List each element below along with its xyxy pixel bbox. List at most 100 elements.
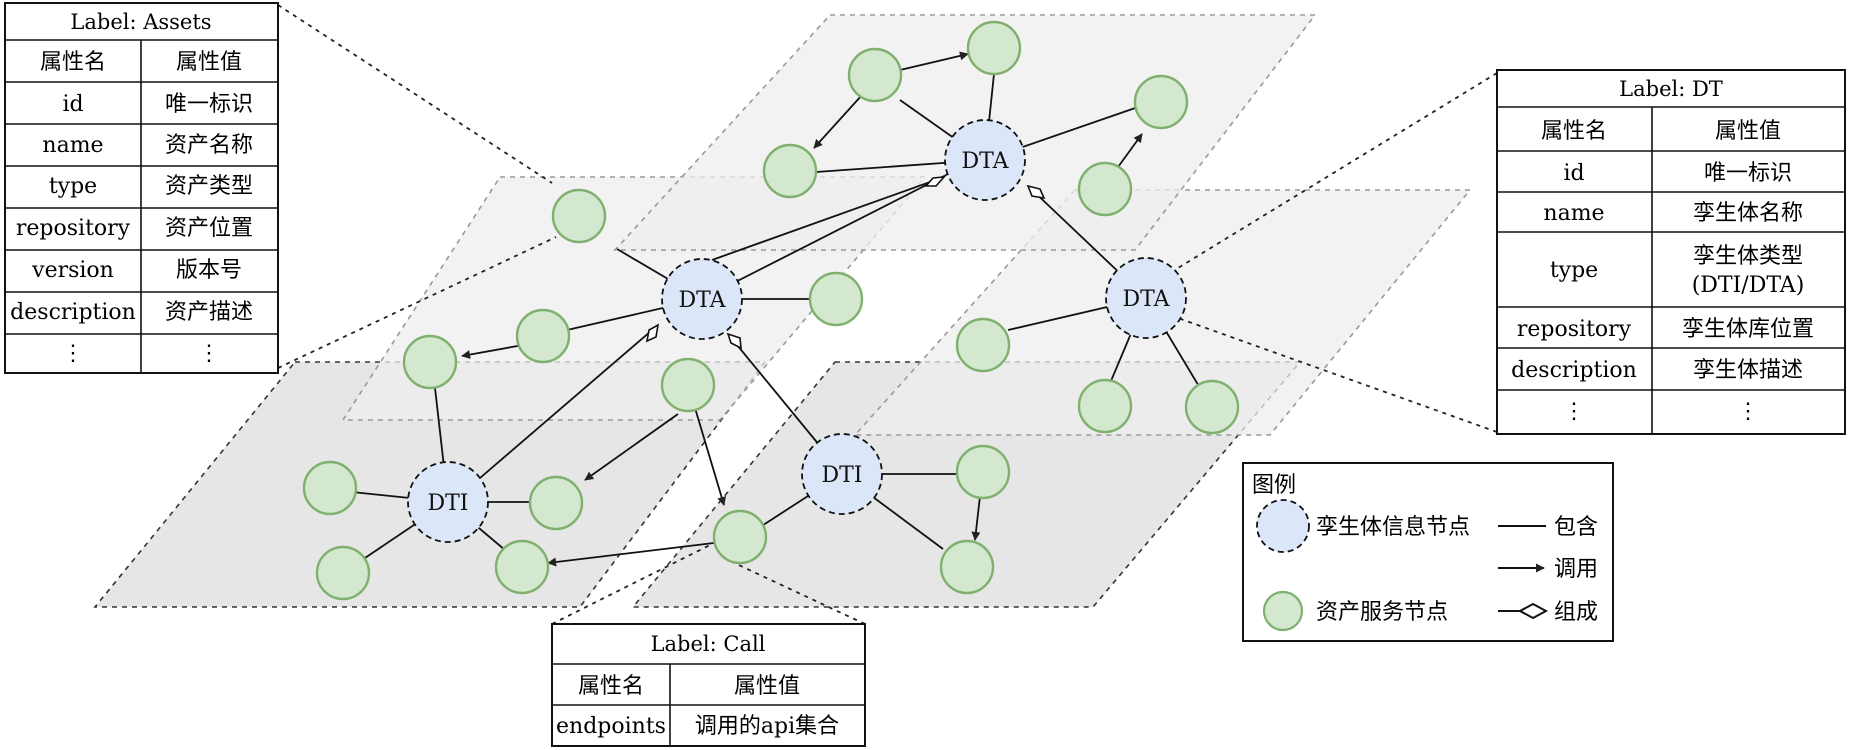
legend-compose-diamond [1517, 602, 1549, 620]
edge-compose [479, 324, 659, 479]
edge-call [899, 51, 969, 71]
table-assets-cell: 资产名称 [165, 133, 253, 158]
table-dt-cell: ⋮ [1563, 399, 1585, 424]
asset-node [1133, 74, 1189, 130]
twin-node-dta-mid-label: DTA [679, 288, 727, 313]
table-call-title: Label: Call [651, 632, 766, 656]
asset-node [847, 47, 903, 103]
edge-call [461, 344, 524, 359]
asset-node [315, 545, 371, 601]
twin-node-dti-right-label: DTI [821, 463, 862, 488]
table-dt-cell: 孪生体描述 [1693, 358, 1803, 383]
legend-title: 图例 [1252, 473, 1296, 498]
table-callout-lines [277, 4, 1498, 625]
legend-call-label: 调用 [1554, 557, 1598, 582]
twin-node-dta-top [944, 119, 1026, 201]
table-dt-cell: name [1543, 201, 1604, 226]
table-assets-cell: id [62, 92, 83, 117]
asset-node [1077, 378, 1133, 434]
legend: 图例 孪生体信息节点 资产服务节点 包含 调用 组成 [1242, 462, 1614, 642]
edge-contain [701, 173, 949, 300]
table-dt-cell: repository [1517, 317, 1632, 342]
table-assets-header-key: 属性名 [40, 50, 106, 75]
table-dt-header-value: 属性值 [1715, 119, 1781, 144]
asset-node [808, 271, 864, 327]
table-call-header-value: 属性值 [734, 674, 800, 699]
edge-compose [711, 176, 945, 261]
edge-call [547, 541, 723, 567]
table-call: Label: Call 属性名 属性值 endpoints 调用的api集合 [551, 623, 866, 747]
table-assets-title: Label: Assets [70, 10, 211, 34]
table-dt-cell: type [1550, 258, 1598, 283]
table-dt-cell: description [1511, 358, 1637, 383]
twin-node-dti-right [801, 433, 883, 515]
twin-node-dta-top-label: DTA [962, 149, 1010, 174]
table-assets-header-value: 属性值 [176, 50, 242, 75]
table-dt-cell: 孪生体库位置 [1682, 317, 1814, 342]
table-call-cell: endpoints [556, 714, 666, 739]
twin-node-dta-right-label: DTA [1123, 287, 1171, 312]
legend-twin-node-label: 孪生体信息节点 [1316, 515, 1470, 540]
table-dt-cell: id [1563, 161, 1584, 186]
asset-node [955, 444, 1011, 500]
asset-node [966, 20, 1022, 76]
table-assets-cell: ⋮ [198, 341, 220, 366]
edge-compose [727, 333, 821, 447]
legend-asset-node-label: 资产服务节点 [1316, 600, 1448, 625]
twin-node-dta-mid [661, 258, 743, 340]
table-dt-header-key: 属性名 [1541, 119, 1607, 144]
table-assets-cell: 资产描述 [165, 300, 253, 325]
table-assets-cell: repository [16, 216, 131, 241]
table-dt-title: Label: DT [1619, 77, 1723, 101]
table-assets: Label: Assets 属性名 属性值 id 唯一标识 name 资产名称 … [4, 2, 279, 374]
table-assets-cell: description [10, 300, 136, 325]
table-assets-cell: type [49, 174, 97, 199]
twin-node-dta-right [1105, 257, 1187, 339]
asset-node [402, 334, 458, 390]
legend-contain-label: 包含 [1554, 515, 1598, 540]
table-assets-cell: ⋮ [62, 341, 84, 366]
table-assets-cell: name [42, 133, 103, 158]
table-assets-cell: 唯一标识 [165, 92, 253, 117]
asset-node [551, 188, 607, 244]
asset-node [1077, 161, 1133, 217]
table-dt-cell: (DTI/DTA) [1692, 273, 1805, 298]
table-dt-cell: 孪生体类型 [1693, 244, 1803, 269]
asset-node [302, 460, 358, 516]
compose-diamond [1026, 184, 1046, 200]
table-dt-cell: 孪生体名称 [1693, 201, 1803, 226]
asset-node [712, 509, 768, 565]
table-call-header-key: 属性名 [578, 674, 644, 699]
twin-node-dti-left [407, 461, 489, 543]
compose-diamond [924, 176, 946, 187]
legend-compose-label: 组成 [1554, 600, 1598, 625]
table-call-cell: 调用的api集合 [695, 714, 839, 739]
asset-node [955, 317, 1011, 373]
asset-node [762, 143, 818, 199]
compose-diamonds [645, 176, 1046, 350]
asset-node [528, 475, 584, 531]
asset-node [515, 308, 571, 364]
table-dt: Label: DT 属性名 属性值 id 唯一标识 name 孪生体名称 typ… [1496, 69, 1846, 435]
asset-node [660, 357, 716, 413]
edge-call [694, 407, 726, 506]
edge-call [971, 495, 981, 541]
table-assets-cell: 资产类型 [165, 174, 253, 199]
table-assets-cell: 版本号 [176, 258, 242, 283]
edge-call [584, 413, 679, 481]
twin-node-dti-left-label: DTI [427, 491, 468, 516]
legend-twin-node-swatch [1256, 499, 1310, 553]
table-dt-cell: 唯一标识 [1704, 161, 1792, 186]
legend-asset-node-swatch [1262, 590, 1304, 632]
asset-nodes [302, 20, 1240, 601]
edge-call [813, 94, 863, 149]
table-assets-cell: 资产位置 [165, 216, 253, 241]
table-dt-cell: ⋮ [1737, 399, 1759, 424]
twin-nodes: DTA DTA DTA DTI DTI [407, 119, 1187, 543]
asset-node [1184, 379, 1240, 435]
compose-diamond [645, 323, 660, 343]
asset-node [494, 539, 550, 595]
asset-node [939, 539, 995, 595]
compose-diamond [726, 332, 742, 350]
